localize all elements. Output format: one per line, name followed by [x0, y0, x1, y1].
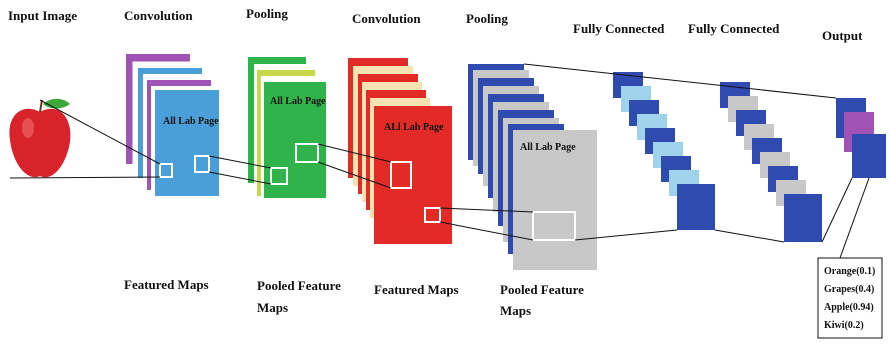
label-fully-connected-2: Fully Connected [688, 21, 780, 36]
watermark-conv1: All Lab Page [163, 116, 219, 127]
label-output: Output [822, 28, 863, 43]
output-layer [836, 98, 886, 178]
output-line-kiwi: Kiwi(0.2) [824, 320, 864, 331]
label-convolution-2: Convolution [352, 11, 421, 26]
label-pooling-1: Pooling [246, 6, 288, 21]
fc2-layer [720, 82, 822, 242]
watermark-pool2: All Lab Page [520, 142, 576, 153]
output-line-grapes: Grapes(0.4) [824, 284, 874, 295]
label-fully-connected-1: Fully Connected [573, 21, 665, 36]
label-pooling-2: Pooling [466, 11, 508, 26]
output-probabilities-box: Orange(0.1) Grapes(0.4) Apple(0.94) Kiwi… [817, 257, 883, 339]
caption-pooled-feature-maps-1-line2: Maps [257, 300, 288, 315]
watermark-conv2: ALl Lab Page [384, 122, 444, 133]
caption-featured-maps-1: Featured Maps [124, 277, 209, 292]
watermark-pool1: All Lab Page [270, 96, 326, 107]
caption-pooled-feature-maps-2: Pooled Feature [500, 282, 584, 297]
apple-icon [9, 98, 71, 178]
output-line-apple: Apple(0.94) [824, 302, 874, 313]
label-convolution-1: Convolution [124, 8, 193, 23]
conv1-feature-maps: All Lab Page [126, 54, 219, 196]
caption-featured-maps-2: Featured Maps [374, 282, 459, 297]
output-line-orange: Orange(0.1) [824, 266, 875, 277]
fc1-layer [613, 72, 715, 230]
pool1-feature-maps: All Lab Page [248, 57, 326, 202]
connection-lines [9, 63, 870, 259]
pool2-feature-maps: All Lab Page [468, 64, 597, 270]
caption-pooled-feature-maps-1: Pooled Feature [257, 278, 341, 293]
conv2-feature-maps: ALl Lab Page [348, 58, 452, 244]
label-input-image: Input Image [8, 8, 77, 23]
caption-pooled-feature-maps-2-line2: Maps [500, 303, 531, 318]
